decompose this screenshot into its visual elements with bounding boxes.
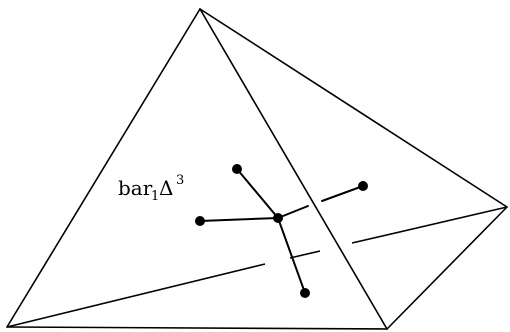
label-base: bar — [118, 176, 153, 200]
tree-edge-to-right-far — [321, 185, 364, 202]
tetrahedron-edge-back-right-segment — [351, 206, 508, 244]
tetrahedron — [6, 8, 508, 330]
tree-edge-to-left — [199, 217, 279, 222]
tree-edge-to-top — [236, 168, 279, 219]
diagram-label: bar 1 Δ 3 — [118, 173, 184, 204]
tetrahedron-edge-bottom-right — [386, 206, 508, 330]
tetrahedron-edge-back-middle-segment — [289, 250, 321, 259]
tree-edge-to-bottom — [277, 217, 306, 294]
tetrahedron-edge-top-right — [199, 8, 508, 208]
tree-vertex-top — [232, 164, 242, 174]
tetrahedron-edge-bottom — [6, 326, 388, 330]
label-symbol: Δ — [159, 176, 173, 200]
tree-vertex-right — [358, 181, 368, 191]
tetrahedron-edge-top-left — [6, 8, 201, 328]
tree-vertex-center — [273, 213, 283, 223]
tree-edge-to-right-near — [277, 205, 309, 219]
tetrahedron-edge-front-diagonal — [199, 8, 388, 330]
label-subscript: 1 — [151, 189, 159, 204]
tetrahedron-edge-back-left-segment — [6, 263, 266, 328]
tree-vertex-bottom — [300, 288, 310, 298]
label-superscript: 3 — [176, 173, 184, 188]
tree-vertex-left — [195, 216, 205, 226]
barycentric-tree — [195, 164, 368, 298]
